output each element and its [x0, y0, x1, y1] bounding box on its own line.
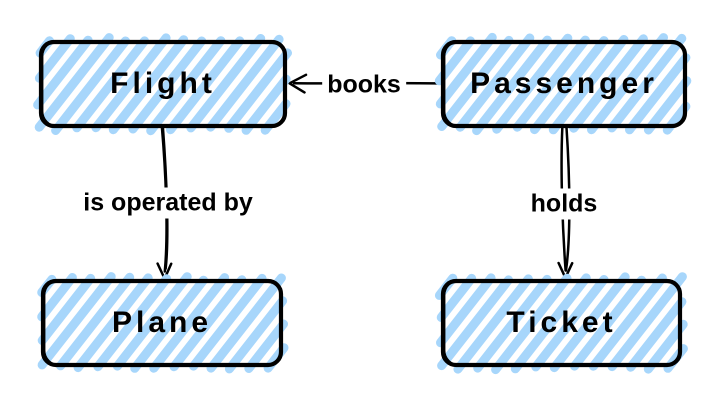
edge-label-is-operated-by: is operated by: [78, 187, 258, 219]
node-flight-label: Flight: [110, 67, 216, 100]
hachure-fill: [37, 272, 289, 374]
node-plane: Plane: [37, 272, 289, 374]
node-plane-label: Plane: [111, 306, 213, 339]
edge-label-holds: holds: [525, 188, 603, 220]
node-passenger-label: Passenger: [470, 67, 658, 100]
edge-label-books: books: [322, 69, 406, 101]
node-ticket-label: Ticket: [506, 306, 617, 339]
hachure-fill: [434, 32, 692, 136]
arrowhead-books-icon: [288, 73, 308, 94]
hachure-fill: [33, 33, 292, 136]
node-ticket: Ticket: [434, 272, 688, 375]
node-flight: Flight: [33, 33, 292, 136]
node-passenger: Passenger: [434, 32, 692, 136]
hachure-fill: [434, 272, 688, 375]
